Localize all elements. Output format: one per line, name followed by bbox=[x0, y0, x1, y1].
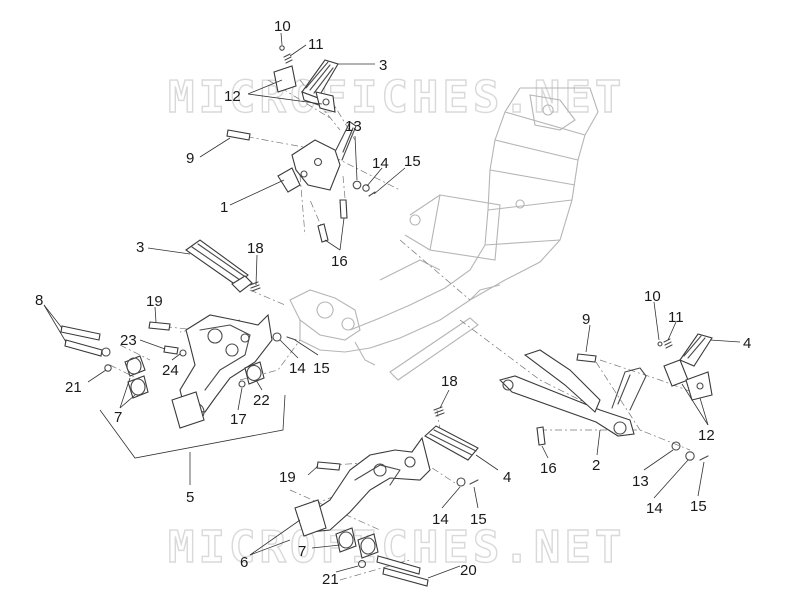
callout-13: 13 bbox=[345, 118, 362, 135]
callout-5: 5 bbox=[186, 489, 194, 506]
callout-14: 14 bbox=[646, 500, 663, 517]
callout-21: 21 bbox=[65, 379, 82, 396]
callout-17: 17 bbox=[230, 411, 247, 428]
callout-15: 15 bbox=[690, 498, 707, 515]
callout-13: 13 bbox=[632, 473, 649, 490]
rear-subframe bbox=[289, 87, 599, 381]
callout-15: 15 bbox=[313, 360, 330, 377]
callout-12: 12 bbox=[224, 88, 241, 105]
callout-4: 4 bbox=[743, 335, 751, 352]
callout-21: 21 bbox=[322, 571, 339, 588]
callout-7: 7 bbox=[114, 409, 122, 426]
callout-3: 3 bbox=[379, 57, 387, 74]
rider-footrest-right bbox=[294, 406, 479, 587]
callout-14: 14 bbox=[289, 360, 306, 377]
callout-15: 15 bbox=[404, 153, 421, 170]
callout-19: 19 bbox=[279, 469, 296, 486]
callout-9: 9 bbox=[582, 311, 590, 328]
callout-1: 1 bbox=[220, 199, 228, 216]
callout-9: 9 bbox=[186, 150, 194, 167]
callout-14: 14 bbox=[372, 155, 389, 172]
rider-footrest-left bbox=[60, 239, 297, 429]
callout-19: 19 bbox=[146, 293, 163, 310]
callout-23: 23 bbox=[120, 332, 137, 349]
callout-18: 18 bbox=[247, 240, 264, 257]
leader-lines bbox=[43, 32, 741, 579]
callout-6: 6 bbox=[240, 554, 248, 571]
callout-20: 20 bbox=[460, 562, 477, 579]
callout-22: 22 bbox=[253, 392, 270, 409]
callout-15: 15 bbox=[470, 511, 487, 528]
callout-8: 8 bbox=[35, 292, 43, 309]
callout-3: 3 bbox=[136, 239, 144, 256]
callout-12: 12 bbox=[698, 427, 715, 444]
callout-11: 11 bbox=[308, 36, 324, 53]
callout-7: 7 bbox=[298, 543, 306, 560]
callout-16: 16 bbox=[540, 460, 557, 477]
callout-18: 18 bbox=[441, 373, 458, 390]
callout-4: 4 bbox=[503, 469, 511, 486]
callout-10: 10 bbox=[274, 18, 291, 35]
passenger-footrest-left bbox=[226, 45, 376, 243]
callout-16: 16 bbox=[331, 253, 348, 270]
callout-14: 14 bbox=[432, 511, 449, 528]
callout-24: 24 bbox=[162, 362, 179, 379]
passenger-footrest-right bbox=[498, 333, 713, 461]
callout-11: 11 bbox=[668, 309, 684, 326]
callout-labels: 10 11 3 12 9 13 14 15 1 16 3 18 8 19 23 … bbox=[35, 18, 751, 588]
callout-10: 10 bbox=[644, 288, 661, 305]
callout-2: 2 bbox=[592, 457, 600, 474]
